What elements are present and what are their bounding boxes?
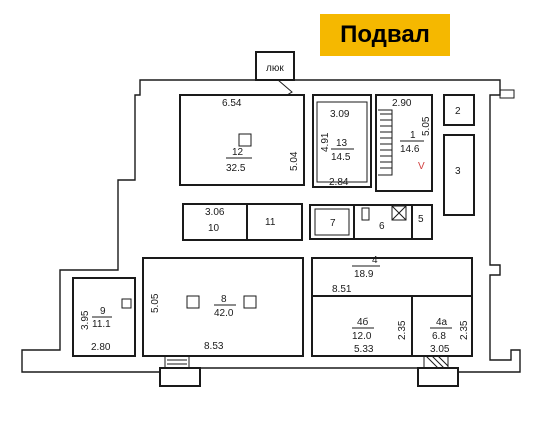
room-4a-area: 6.8	[432, 331, 446, 342]
room-1: 2.90 1 14.6 5.05 V	[375, 94, 433, 192]
room-8-number: 8	[221, 294, 227, 305]
room-11-number: 11	[265, 217, 276, 228]
room-4b-dim-side: 2.35	[397, 320, 408, 340]
room-13: 3.09 4.91 13 14.5 2.84	[312, 94, 372, 188]
room-9-number: 9	[100, 306, 106, 317]
room-4-dim: 8.51	[332, 284, 352, 295]
room-3-number: 3	[455, 166, 461, 177]
room-8: 8 42.0 5.05 8.53	[142, 257, 304, 357]
room-13-dim-top: 3.09	[330, 109, 350, 120]
room-13-dim-side: 4.91	[320, 132, 331, 152]
room-6: 6	[353, 204, 413, 240]
room-7-number: 7	[330, 218, 336, 229]
room-12-number: 12	[232, 147, 244, 158]
room-8-dim-side: 5.05	[150, 293, 161, 313]
room-6-number: 6	[379, 221, 385, 232]
room-4a-dim-side: 2.35	[459, 320, 470, 340]
room-9-dim-bottom: 2.80	[91, 342, 111, 353]
room-4b-dim-bottom: 5.33	[354, 344, 374, 355]
room-9-area: 11.1	[92, 319, 111, 330]
room-10-number: 10	[208, 223, 220, 234]
room-10: 3.06 10	[182, 203, 248, 241]
room-9: 9 11.1 3.95 2.80	[72, 277, 136, 357]
room-12: 6.54 12 32.5 5.04	[179, 94, 305, 186]
room-4a-dim-bottom: 3.05	[430, 344, 450, 355]
room-13-dim-bottom: 2.84	[329, 177, 349, 188]
room-4-area: 18.9	[354, 269, 374, 280]
column-marker	[186, 295, 200, 309]
room-1-area: 14.6	[400, 144, 420, 155]
room-1-dim-top: 2.90	[392, 98, 412, 109]
room-4a: 4а 6.8 3.05 2.35	[411, 295, 473, 357]
room-12-dim-side: 5.04	[289, 151, 300, 171]
room-8-dim-bottom: 8.53	[204, 341, 224, 352]
room-2-number: 2	[455, 106, 461, 117]
light-well-left	[159, 355, 201, 387]
room-11: 11	[246, 203, 303, 241]
room-1-number: 1	[410, 130, 416, 141]
room-10-dim: 3.06	[205, 207, 225, 218]
room-4-number: 4	[372, 255, 378, 266]
room-4a-number: 4а	[436, 317, 448, 328]
column-marker	[243, 295, 257, 309]
room-13-area: 14.5	[331, 152, 351, 163]
room-7: 7	[309, 204, 355, 240]
room-13-number: 13	[336, 138, 348, 149]
light-well-far-right	[499, 89, 515, 99]
room-12-dim-top: 6.54	[222, 98, 242, 109]
room-1-dim-side: 5.05	[421, 116, 432, 136]
room-4b-area: 12.0	[352, 331, 372, 342]
column-marker	[238, 133, 252, 147]
room-4: 4 18.9 8.51	[311, 255, 473, 297]
hatch-label: люк	[266, 63, 284, 74]
room-9-dim-side: 3.95	[80, 310, 91, 330]
floor-label-badge: Подвал	[320, 14, 450, 56]
light-well-right	[417, 355, 459, 387]
room-1-mark: V	[418, 161, 425, 172]
room-12-area: 32.5	[226, 163, 246, 174]
room-4b: 4б 12.0 5.33 2.35	[311, 295, 413, 357]
room-3: 3	[443, 134, 475, 216]
hatch: люк	[255, 51, 295, 99]
hatch-box	[255, 51, 295, 81]
room-5: 5	[411, 204, 433, 240]
room-5-number: 5	[418, 214, 424, 225]
staircase	[378, 109, 393, 176]
room-2: 2	[443, 94, 475, 126]
room-4b-number: 4б	[357, 316, 369, 328]
room-8-area: 42.0	[214, 308, 234, 319]
